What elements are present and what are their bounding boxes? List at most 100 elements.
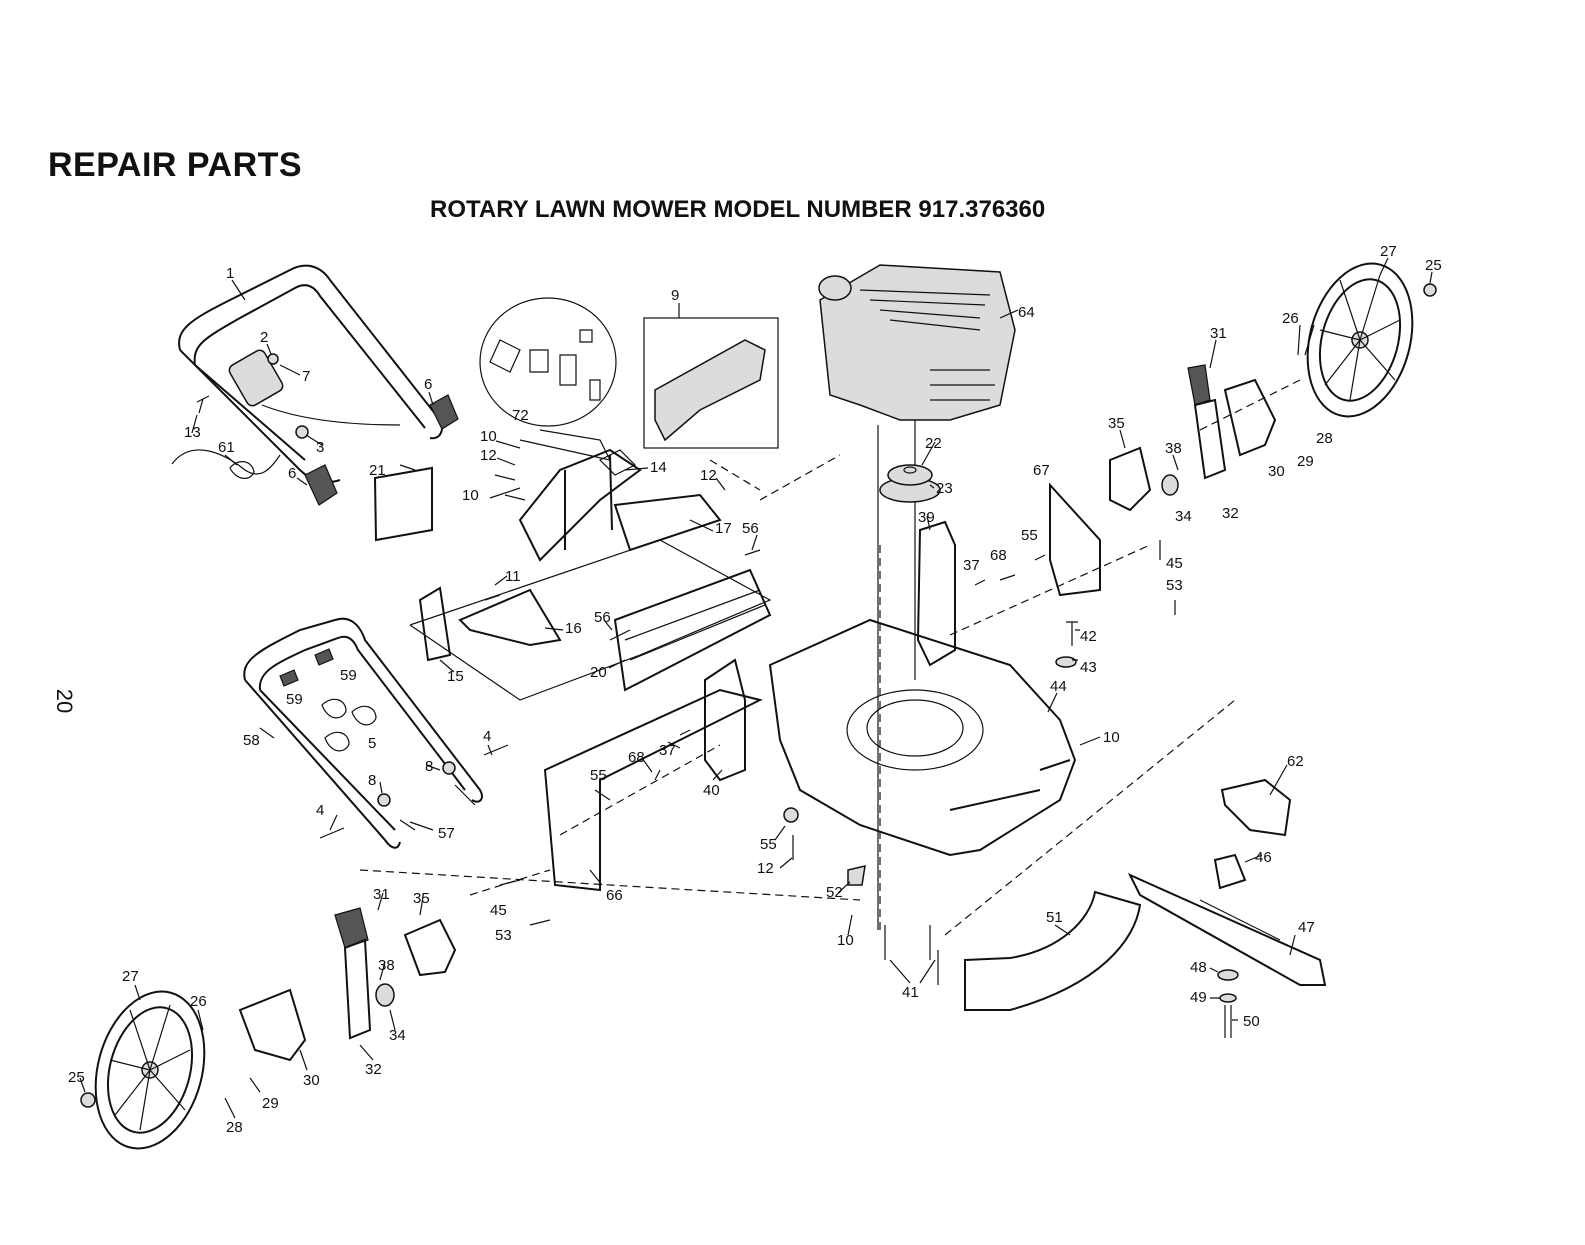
part-label: 4	[483, 728, 491, 745]
part-label: 20	[590, 664, 607, 681]
height-adjuster-left	[238, 907, 457, 1062]
part-label: 39	[918, 509, 935, 526]
wheel-front-27	[80, 990, 206, 1150]
part-label: 26	[1282, 310, 1299, 327]
part-label: 27	[1380, 243, 1397, 260]
part-label: 10	[1103, 729, 1120, 746]
part-label: 48	[1190, 959, 1207, 976]
part-label: 8	[425, 758, 433, 775]
bag-deflector-21	[373, 466, 433, 542]
part-label: 38	[378, 957, 395, 974]
part-label: 30	[303, 1072, 320, 1089]
side-plate-40	[704, 658, 746, 782]
part-label: 62	[1287, 753, 1304, 770]
part-label: 44	[1050, 678, 1067, 695]
baffle-51	[964, 890, 1142, 1011]
part-label: 53	[495, 927, 512, 944]
part-label: 15	[447, 668, 464, 685]
height-adjuster-right	[1161, 364, 1277, 496]
part-label: 52	[826, 884, 843, 901]
part-label: 14	[650, 459, 667, 476]
part-label: 10	[837, 932, 854, 949]
page-title: REPAIR PARTS	[48, 146, 303, 184]
part-label: 55	[590, 767, 607, 784]
engine-64	[818, 264, 1016, 930]
part-label: 2	[260, 329, 268, 346]
lower-handle-58	[243, 617, 509, 849]
control-box	[228, 349, 284, 407]
part-label: 67	[1033, 462, 1050, 479]
part-label: 42	[1080, 628, 1097, 645]
part-label: 55	[760, 836, 777, 853]
rear-flap-20	[613, 568, 772, 692]
part-label: 37	[659, 742, 676, 759]
part-label: 28	[226, 1119, 243, 1136]
part-label: 27	[122, 968, 139, 985]
part-label: 50	[1243, 1013, 1260, 1030]
part-label: 64	[1018, 304, 1035, 321]
part-label: 13	[184, 424, 201, 441]
small-hardware	[484, 474, 1176, 985]
part-label: 43	[1080, 659, 1097, 676]
part-label: 6	[424, 376, 432, 393]
part-label: 3	[316, 439, 324, 456]
part-label: 29	[1297, 453, 1314, 470]
part-labels: 1 2 3 4 4 5 6 6 7 8 8 9 10 10 10 10 11 1…	[68, 243, 1442, 1136]
part-label: 11	[505, 568, 521, 585]
part-label: 68	[990, 547, 1007, 564]
part-label: 35	[1108, 415, 1125, 432]
part-label: 12	[700, 467, 717, 484]
blade-adapter-46	[1213, 778, 1292, 890]
part-label: 47	[1298, 919, 1315, 936]
part-label: 4	[316, 802, 324, 819]
assembly-lines	[359, 379, 1301, 936]
part-label: 22	[925, 435, 942, 452]
part-label: 34	[1175, 508, 1192, 525]
wheel-rear-27	[1306, 262, 1437, 418]
chute-door-9	[643, 317, 779, 449]
part-label: 1	[226, 265, 234, 282]
part-label: 40	[703, 782, 720, 799]
part-label: 30	[1268, 463, 1285, 480]
part-label: 25	[68, 1069, 85, 1086]
part-label: 66	[606, 887, 623, 904]
pulley-22	[879, 464, 941, 503]
part-label: 61	[218, 439, 235, 456]
part-label: 59	[340, 667, 357, 684]
part-label: 49	[1190, 989, 1207, 1006]
model-number-title: ROTARY LAWN MOWER MODEL NUMBER 917.37636…	[430, 196, 1046, 223]
part-label: 34	[389, 1027, 406, 1044]
part-label: 58	[243, 732, 260, 749]
part-label: 37	[963, 557, 980, 574]
part-label: 31	[373, 886, 390, 903]
part-label: 57	[438, 825, 455, 842]
cable-61	[171, 449, 281, 479]
part-label: 55	[1021, 527, 1038, 544]
part-label: 29	[262, 1095, 279, 1112]
parts-kit-72	[479, 297, 617, 461]
part-label: 6	[288, 465, 296, 482]
blade-hardware	[1217, 969, 1239, 1038]
mower-deck-44	[768, 618, 1077, 857]
part-label: 21	[369, 462, 386, 479]
part-label: 5	[368, 735, 376, 752]
part-label: 17	[715, 520, 732, 537]
knob-6-lower	[304, 464, 338, 506]
part-label: 72	[512, 407, 529, 424]
part-label: 46	[1255, 849, 1272, 866]
part-label: 9	[671, 287, 679, 304]
part-label: 12	[480, 447, 497, 464]
part-label: 25	[1425, 257, 1442, 274]
part-label: 51	[1046, 909, 1063, 926]
knob-6-upper	[429, 394, 459, 430]
part-label: 32	[365, 1061, 382, 1078]
part-label: 68	[628, 749, 645, 766]
bracket-assembly	[518, 448, 722, 562]
part-label: 23	[936, 480, 953, 497]
part-label: 31	[1210, 325, 1227, 342]
blade-47	[1127, 872, 1327, 986]
handle-knobs	[196, 353, 459, 506]
part-label: 12	[757, 860, 774, 877]
part-label: 10	[462, 487, 479, 504]
